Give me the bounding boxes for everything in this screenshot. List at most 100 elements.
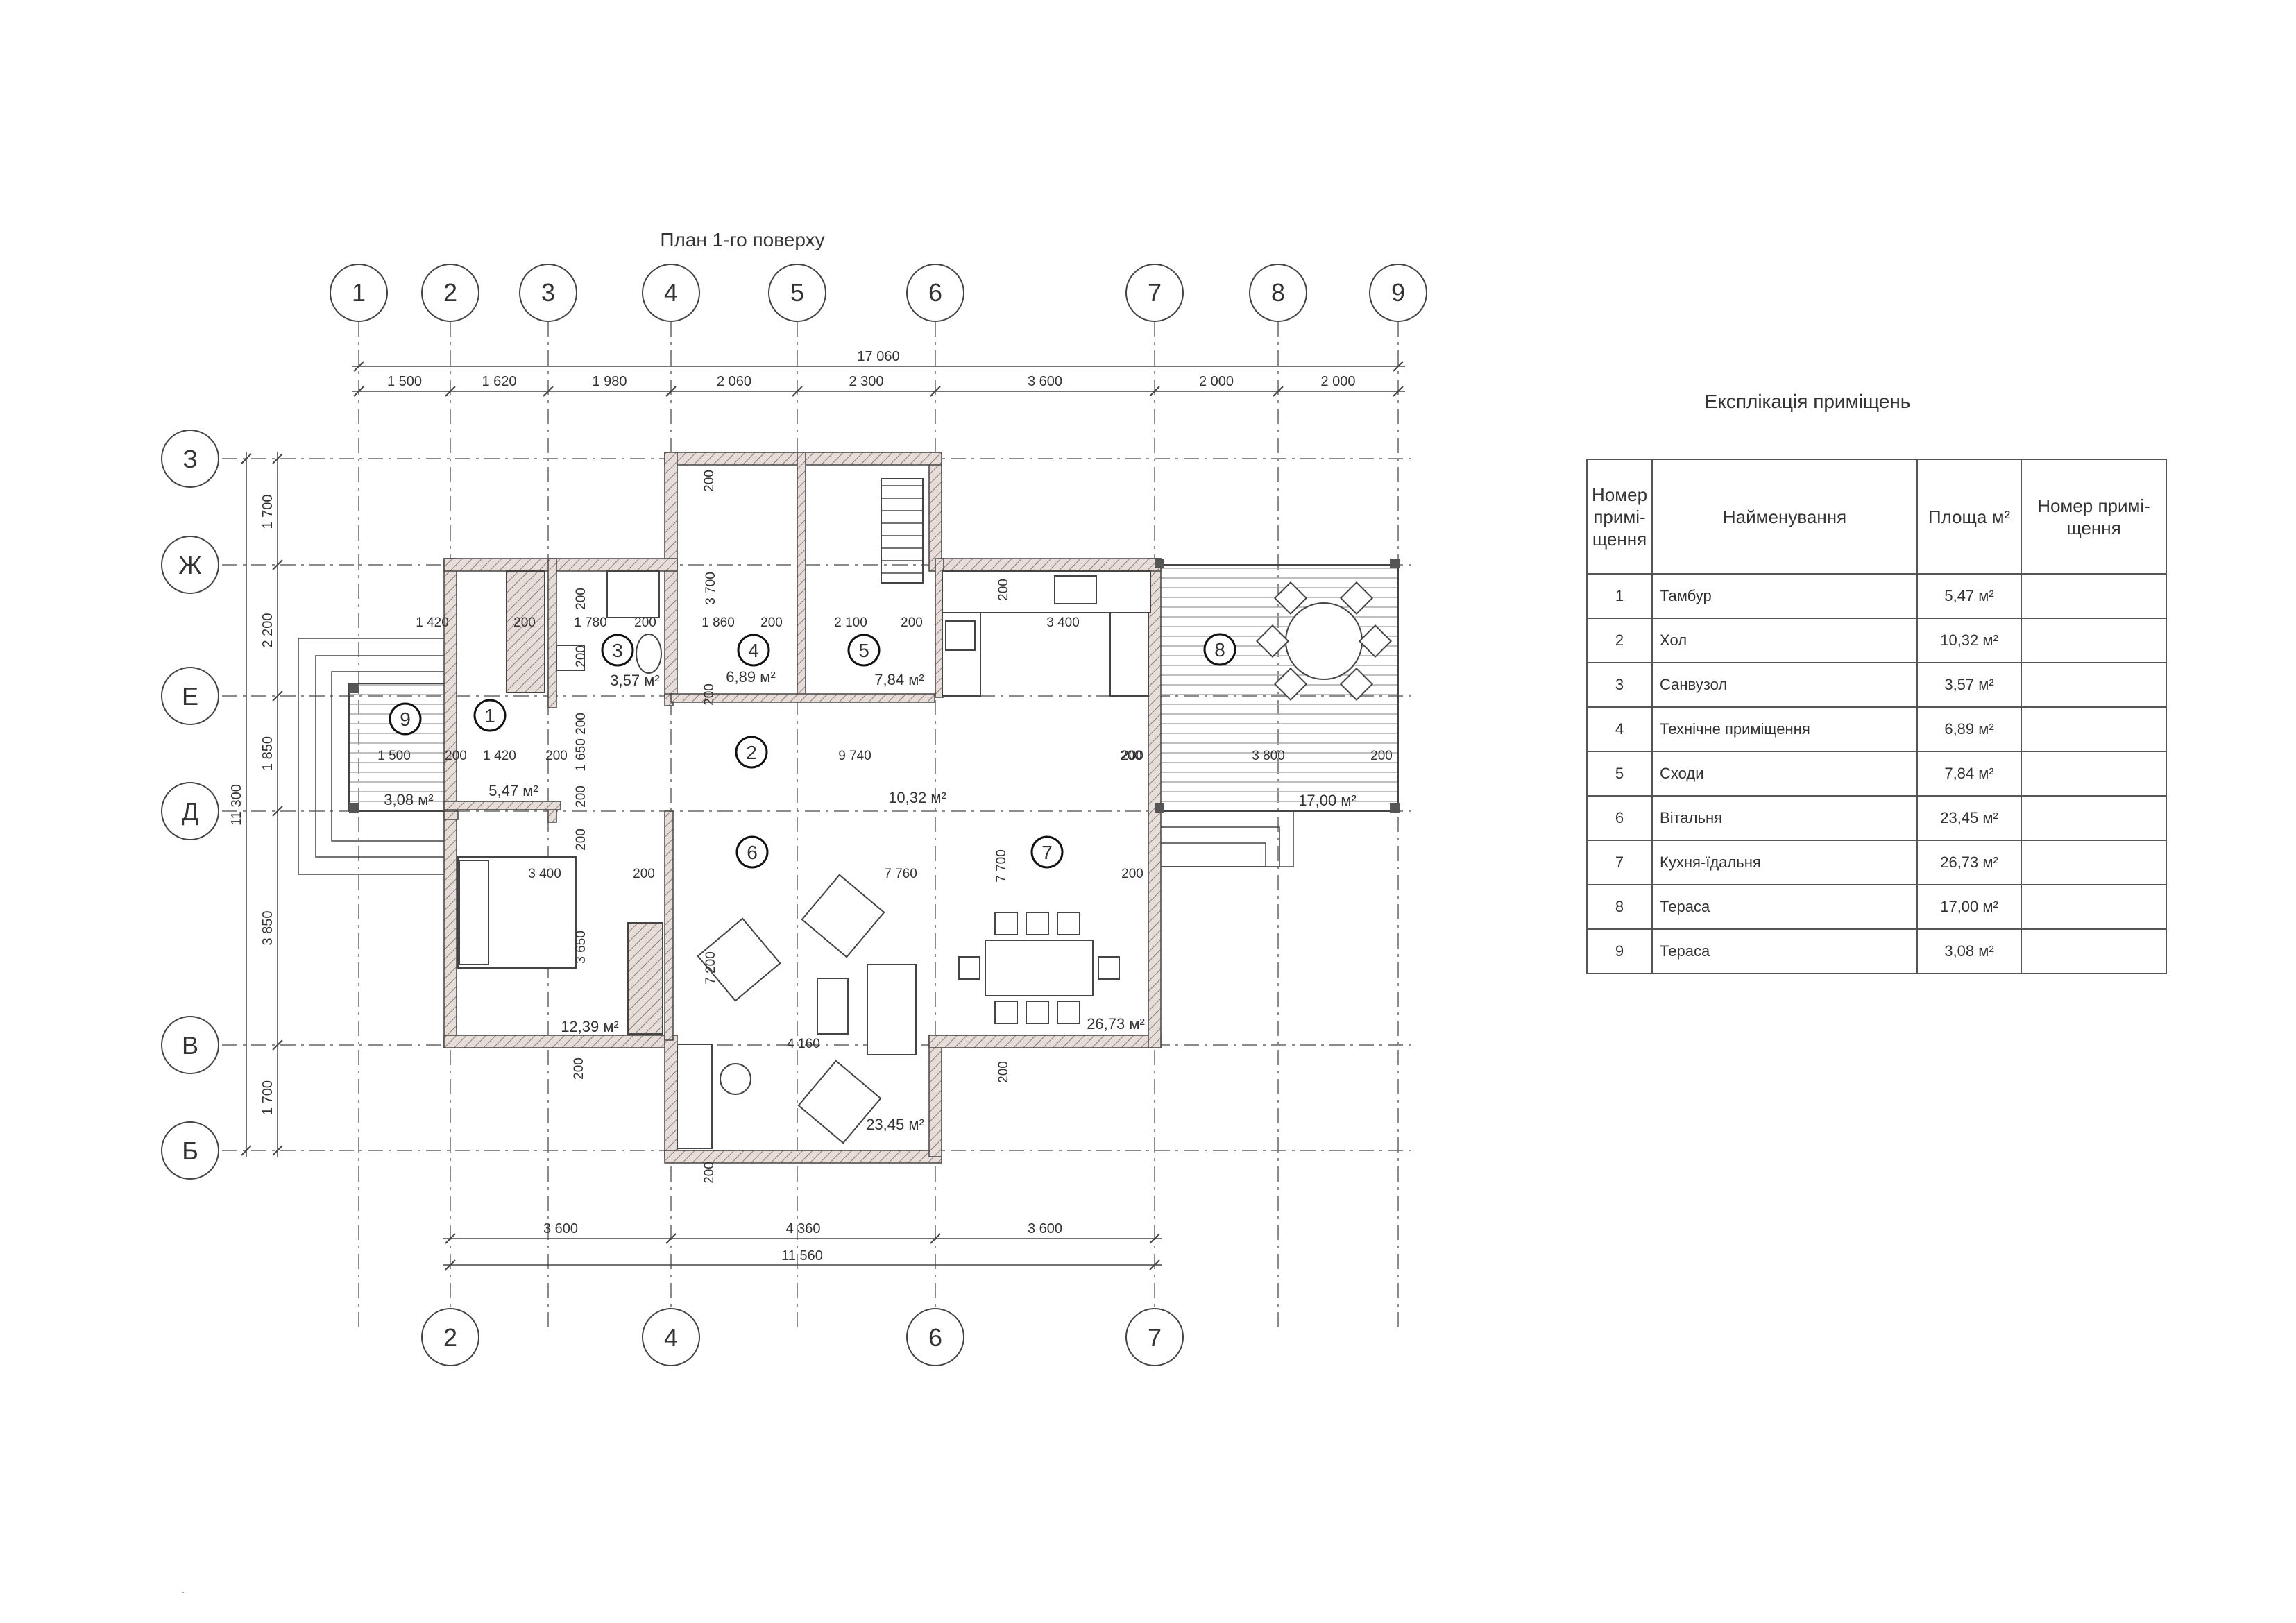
inner-dim-label: 200 [574,713,588,735]
shower [606,570,660,618]
schedule-header-row: Номер примі-щення Найменування Площа м² … [1585,459,2167,575]
chair [1339,581,1374,615]
dining-chair [958,956,980,980]
inner-dim-label: 1 420 [416,615,449,630]
round-table [1285,602,1363,680]
row-name: Тераса [1651,928,1919,974]
dim-label: 2 200 [260,613,275,647]
row-name: Технічне приміщення [1651,706,1919,752]
inner-dim-label: 200 [1121,867,1143,881]
wall [443,1035,672,1048]
row-number: 4 [1585,706,1653,752]
axis-label-top: 3 [541,278,555,307]
dim-label-total: 11 300 [229,784,244,826]
axis-label-top: 4 [664,278,678,307]
inner-dim-label: 1 500 [377,749,411,763]
axis-bubble-top [1369,264,1427,322]
room-area-label: 17,00 м² [1298,792,1357,809]
inner-dim-label: 7 200 [704,951,718,985]
row-area: 5,47 м² [1916,573,2023,619]
wall [664,452,678,698]
axis-bubble-top [519,264,577,322]
chair [1273,667,1308,702]
axis-bubble-top [1125,264,1184,322]
row-number: 5 [1585,751,1653,797]
inner-dim-label: 200 [574,829,588,851]
inner-dim-label: 3 650 [574,931,588,964]
wall [443,801,561,810]
row-number: 7 [1585,840,1653,885]
axis-label-bottom: 7 [1148,1323,1162,1352]
dim-tick [272,1145,283,1156]
room-schedule-table: Номер примі-щення Найменування Площа м² … [1585,459,2167,974]
coffee-table [817,978,849,1035]
terrace-8-steps [1154,826,1280,867]
dim-label: 1 700 [260,494,275,529]
dim-tick [1149,1259,1160,1271]
room-area-label: 7,84 м² [874,671,924,688]
inner-dim-label: 1 780 [574,615,607,630]
row-name: Хол [1651,618,1919,663]
inner-dim-label: 200 [445,749,467,763]
wall [935,558,1162,572]
dim-label-total: 17 060 [857,349,899,364]
room-number-bubble [735,736,768,769]
axis-bubble-bottom [642,1308,700,1366]
chair [1358,624,1393,658]
inner-dim-label: 200 [760,615,783,630]
dim-label: 2 300 [849,374,883,389]
post [1155,803,1164,813]
axis-bubble-left [161,430,219,488]
room-number: 3 [612,640,623,661]
dim-tick [445,1233,456,1244]
inner-dim-label: 7 700 [994,849,1009,883]
wall [443,810,459,820]
row-number: 6 [1585,795,1653,841]
wall [547,558,557,708]
dim-tick [792,386,803,397]
room-number-bubble [601,634,634,667]
washbasin [556,645,585,671]
row-name: Санвузол [1651,662,1919,708]
inner-dim-label: 200 [996,579,1011,601]
inner-dim-label: 4 160 [787,1037,820,1051]
dim-label: 1 500 [387,374,422,389]
dim-label: 2 060 [717,374,751,389]
inner-dim-label: 1 650 [574,738,588,772]
inner-dim-label: 200 [545,749,568,763]
inner-dim-label: 200 [901,615,923,630]
dim-tick [353,361,364,372]
axis-label-left: Б [182,1137,198,1165]
row-name: Тамбур [1651,573,1919,619]
room-area-label: 3,08 м² [384,791,433,808]
room-number: 7 [1041,842,1053,863]
dim-label: 2 000 [1199,374,1234,389]
sink [1054,575,1097,604]
row-extra [2021,884,2167,930]
axis-label-top: 5 [790,278,804,307]
schedule-title: Експлікація приміщень [1704,391,1911,412]
room-number: 5 [858,640,869,661]
dim-tick [665,1233,677,1244]
room-number: 6 [747,842,758,863]
inner-dim-label: 200 [633,867,655,881]
dim-label: 3 600 [543,1221,578,1237]
wall [664,1150,942,1164]
axis-label-top: 1 [352,278,366,307]
sofa [867,964,917,1055]
inner-dim-label: 200 [634,615,656,630]
room-number: 4 [748,640,759,661]
row-area: 6,89 м² [1916,706,2023,752]
terrace-8-steps [1154,810,1294,867]
inner-dim-label: 9 740 [838,749,871,763]
axis-bubble-left [161,536,219,594]
post [349,683,359,693]
inner-dim-label: 200 [702,683,717,706]
inner-dim-label: 200 [574,645,588,668]
wall [443,558,678,572]
hall-wardrobe [506,570,545,693]
dim-label: 1 850 [260,736,275,771]
